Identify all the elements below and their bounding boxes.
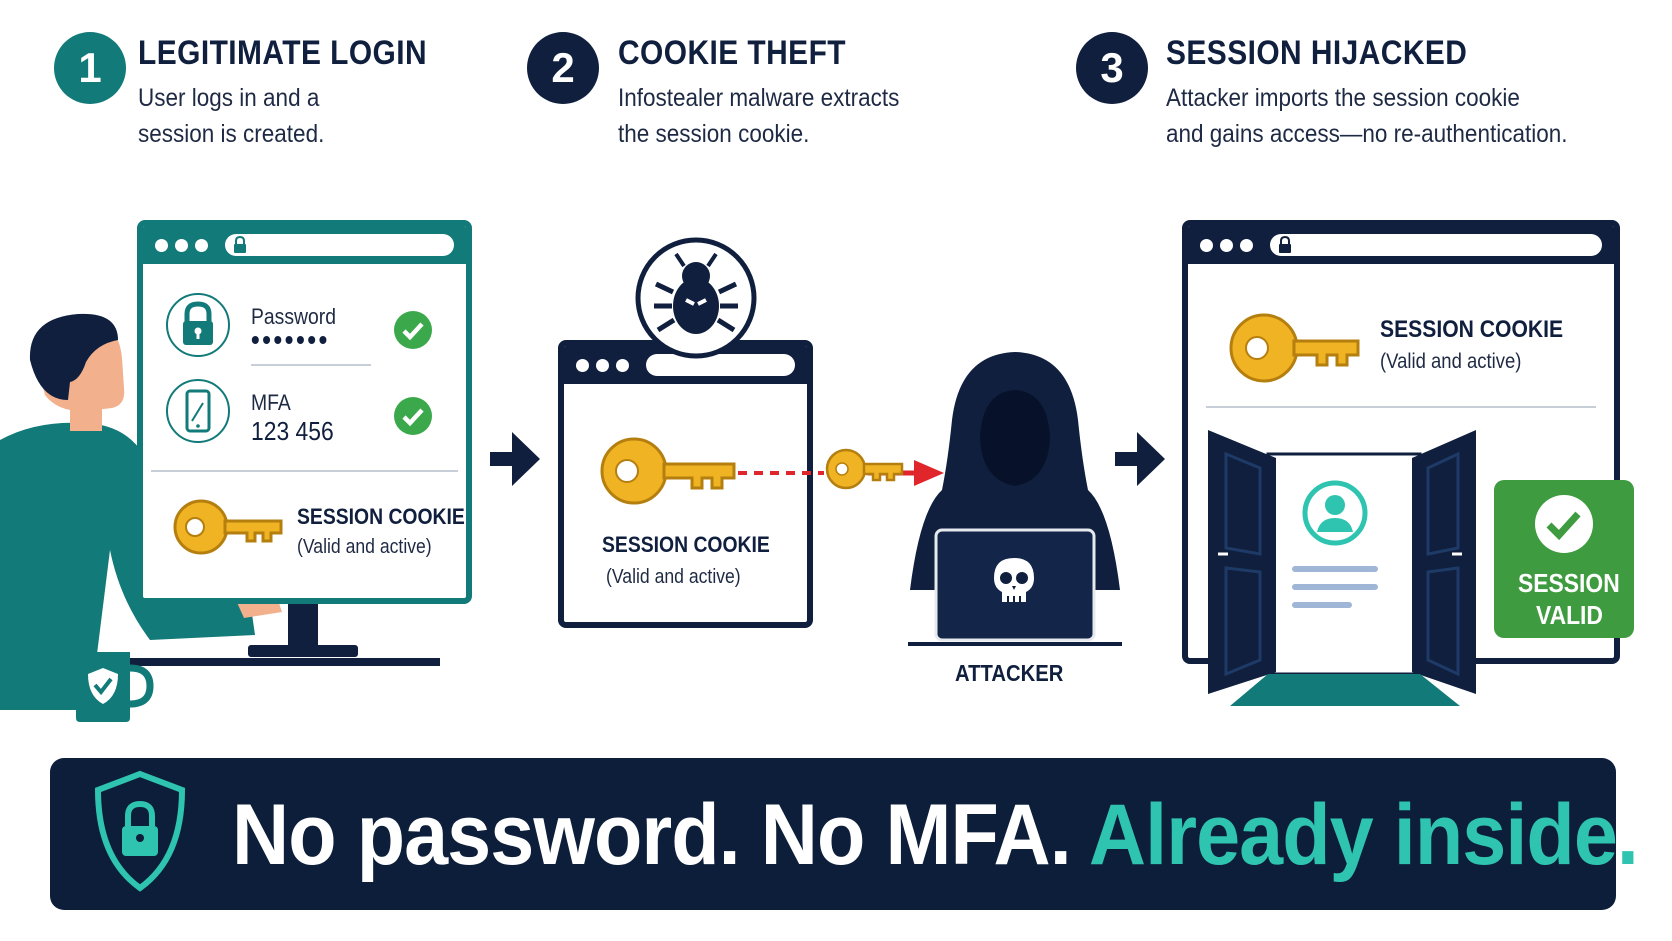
login-cookie-title: SESSION COOKIE (297, 504, 465, 529)
step-2-badge: 2 (527, 32, 599, 104)
password-label: Password (251, 304, 337, 329)
check-icon (394, 397, 432, 435)
mfa-code: 123 456 (251, 416, 334, 446)
shield-lock-icon (94, 770, 186, 892)
step-3-title: SESSION HIJACKED (1166, 34, 1468, 72)
password-underline (251, 364, 371, 366)
lock-icon (1279, 236, 1291, 253)
banner-text-part2: Already inside. (1088, 787, 1639, 883)
browser-toolbar (143, 226, 466, 264)
shield-check-icon (76, 652, 154, 722)
monitor-base (248, 645, 358, 657)
phone-icon (166, 379, 230, 443)
open-door-illustration (1208, 430, 1476, 706)
user-torso (0, 422, 255, 710)
mfa-label: MFA (251, 390, 291, 415)
step-2-title: COOKIE THEFT (618, 34, 847, 72)
key-icon (600, 437, 736, 505)
content-line (1292, 566, 1378, 572)
password-mask: ••••••• (251, 324, 330, 355)
footer-banner (50, 758, 1616, 910)
address-bar (646, 354, 795, 376)
theft-cookie-status: (Valid and active) (606, 566, 741, 588)
key-icon (173, 499, 283, 555)
step-1-badge: 1 (54, 32, 126, 104)
lock-icon (234, 236, 246, 253)
step-3-badge: 3 (1076, 32, 1148, 104)
content-line (1292, 584, 1378, 590)
content-line (1292, 602, 1352, 608)
check-icon (1535, 495, 1593, 553)
check-icon (394, 311, 432, 349)
login-browser-window: Password ••••••• MFA 123 456 SESSION COO… (137, 220, 472, 604)
divider (1206, 406, 1596, 408)
address-bar (1270, 234, 1602, 256)
address-bar (225, 234, 454, 256)
monitor-stand (288, 600, 318, 650)
desk (80, 658, 440, 666)
skull-icon (994, 558, 1034, 602)
step-1-title: LEGITIMATE LOGIN (138, 34, 428, 72)
user-hair (29, 313, 118, 400)
bug-icon (635, 237, 757, 359)
banner-text-part1: No password. No MFA. (232, 787, 1089, 883)
session-valid-line1: SESSION (1518, 568, 1620, 598)
banner-text: No password. No MFA. Already inside. (232, 786, 1639, 885)
flow-arrow (1115, 432, 1165, 486)
login-cookie-status: (Valid and active) (297, 536, 432, 558)
hijack-cookie-status: (Valid and active) (1380, 350, 1522, 373)
session-valid-line2: VALID (1536, 600, 1603, 630)
divider (151, 470, 458, 472)
key-icon (825, 448, 904, 490)
attacker-label: ATTACKER (955, 660, 1064, 686)
key-icon (1229, 313, 1360, 383)
browser-toolbar (1188, 226, 1614, 264)
theft-cookie-title: SESSION COOKIE (602, 532, 770, 557)
user-icon (1302, 480, 1368, 546)
hijack-cookie-title: SESSION COOKIE (1380, 316, 1564, 343)
lock-icon (166, 293, 230, 357)
flow-arrow (490, 432, 540, 486)
